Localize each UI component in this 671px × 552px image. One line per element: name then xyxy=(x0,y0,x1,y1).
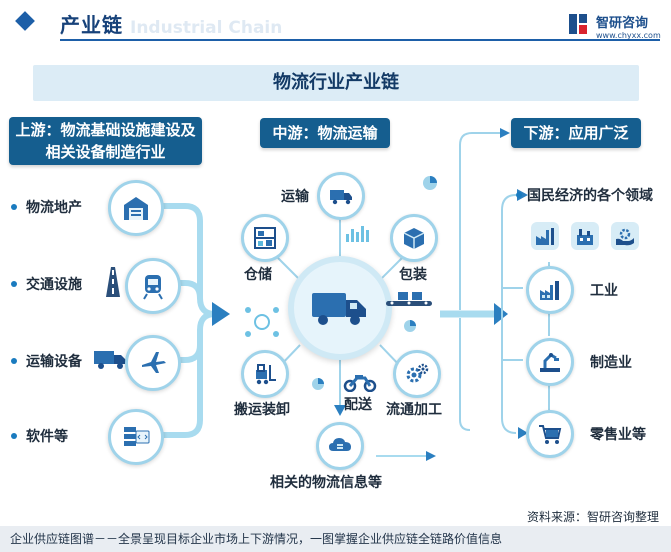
motorcycle-icon xyxy=(343,375,377,392)
downstream-intro: 国民经济的各个领域 xyxy=(527,188,653,204)
plant-icon-small xyxy=(571,222,599,250)
midstream-info-label: 相关的物流信息等 xyxy=(270,475,382,491)
downstream-item-retail: 零售业等 xyxy=(590,427,646,443)
bullet-dot xyxy=(516,192,522,198)
logo-icon xyxy=(569,14,587,34)
upstream-item-logistics-property: 物流地产 xyxy=(26,200,82,216)
forklift-icon xyxy=(241,350,289,398)
cloud-database-icon xyxy=(316,422,364,470)
watermark: Industrial Chain xyxy=(130,18,283,38)
bullet-dot xyxy=(11,433,17,439)
hub-truck-icon xyxy=(312,293,366,325)
midstream-header: 中游：物流运输 xyxy=(260,118,390,148)
midstream-hub xyxy=(288,256,392,360)
factory-icon xyxy=(526,266,574,314)
upstream-item-transport-facilities: 交通设施 xyxy=(26,277,82,293)
downstream-item-industry: 工业 xyxy=(590,283,618,299)
factory-icon-small xyxy=(531,222,559,250)
package-box-icon xyxy=(390,214,438,262)
airplane-icon xyxy=(125,335,181,391)
data-source: 资料来源：智研咨询整理 xyxy=(526,510,659,524)
robot-arm-icon xyxy=(526,338,574,386)
bullet-dot xyxy=(11,281,17,287)
hand-gear-icon-small xyxy=(611,222,639,250)
upstream-item-transport-equipment: 运输设备 xyxy=(26,354,82,370)
warehouse-icon xyxy=(108,180,164,236)
transport-truck-icon xyxy=(317,172,365,220)
downstream-header: 下游：应用广泛 xyxy=(511,118,641,148)
road-icon xyxy=(96,265,130,303)
bullet-dot xyxy=(11,204,17,210)
downstream-item-manufacturing: 制造业 xyxy=(590,355,632,371)
midstream-item-handling: 搬运装卸 xyxy=(234,402,290,418)
logo-url: www.chyxx.com xyxy=(596,31,661,40)
upstream-header: 上游：物流基础设施建设及相关设备制造行业 xyxy=(9,117,202,165)
midstream-item-transport: 运输 xyxy=(281,189,309,205)
server-code-icon xyxy=(108,409,164,465)
train-icon xyxy=(125,258,181,314)
midstream-item-delivery: 配送 xyxy=(344,397,372,413)
storage-shelf-icon xyxy=(241,214,289,262)
truck-icon xyxy=(92,343,128,377)
logo-name: 智研咨询 xyxy=(596,16,649,31)
conveyor-icon xyxy=(386,292,432,306)
midstream-item-processing: 流通加工 xyxy=(386,402,442,418)
header-divider xyxy=(60,39,660,41)
midstream-item-packaging: 包装 xyxy=(399,267,427,283)
shopping-cart-icon xyxy=(526,410,574,458)
diagram-title: 物流行业产业链 xyxy=(33,65,639,101)
footer-bar xyxy=(0,526,671,552)
gears-icon xyxy=(393,350,441,398)
page-title: 产业链 xyxy=(60,13,123,37)
midstream-item-warehousing: 仓储 xyxy=(244,267,272,283)
bullet-dot xyxy=(11,358,17,364)
footer-caption: 企业供应链图谱－－全景呈现目标企业市场上下游情况，一图掌握企业供应链全链路价值信… xyxy=(10,532,503,546)
upstream-item-software: 软件等 xyxy=(26,429,68,445)
